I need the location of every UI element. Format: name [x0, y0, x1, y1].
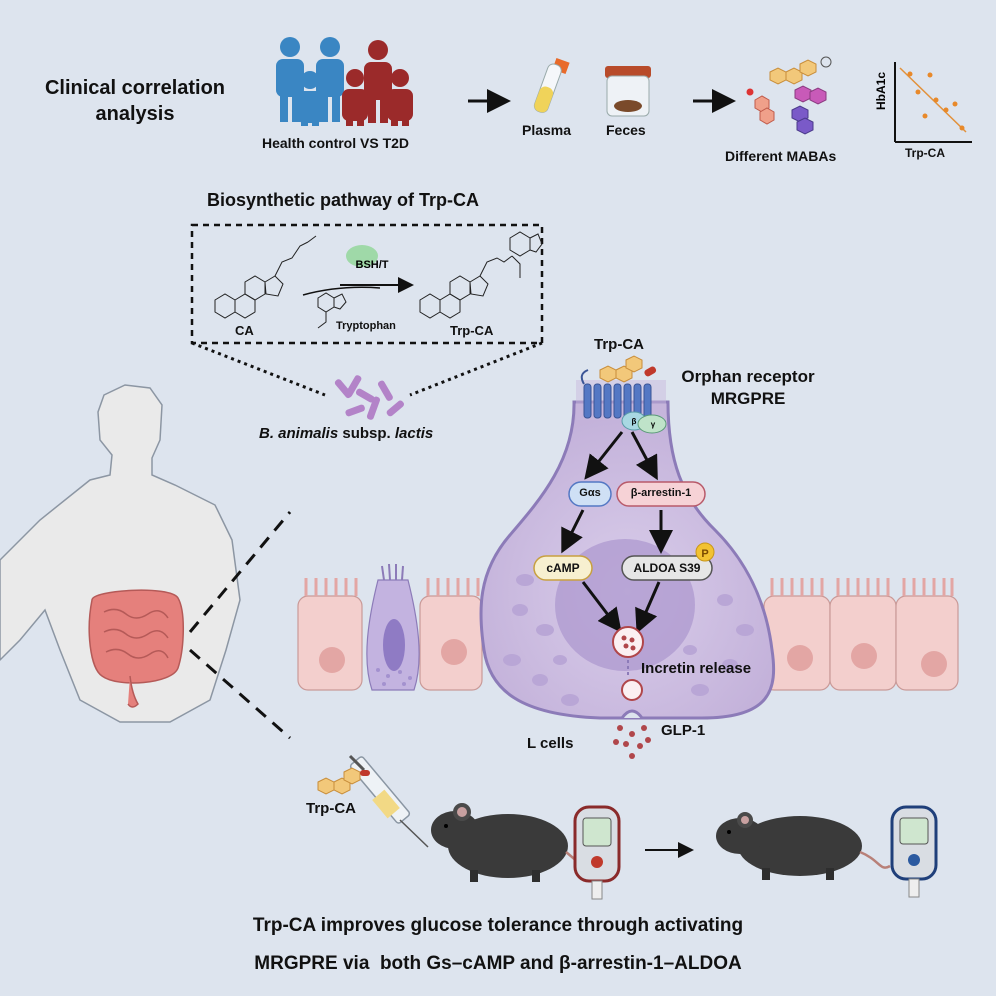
clinical-title-line1: Clinical correlation — [44, 77, 226, 99]
bacteria-icon — [334, 375, 405, 420]
mouse-after-icon — [716, 812, 891, 880]
pathway-title: Biosynthetic pathway of Trp-CA — [207, 190, 480, 210]
human-body-icon — [0, 384, 241, 723]
mabas-molecules-icon — [746, 56, 832, 135]
arrestin-label: β-arrestin-1 — [630, 487, 692, 499]
people-label: Health control VS T2D — [262, 135, 410, 151]
bacteria-subspecies: lactis — [394, 425, 434, 442]
camp-label: cAMP — [546, 561, 580, 575]
zoom-line-bottom — [189, 648, 291, 740]
mouse-before-icon — [431, 803, 591, 882]
enzyme-label: BSH/T — [356, 259, 389, 271]
phospho-badge — [695, 542, 715, 562]
mabas-label: Different MABAs — [725, 148, 837, 164]
feces-jar-icon — [605, 66, 651, 117]
dotted-link-left — [191, 341, 326, 397]
incretin-vesicle — [612, 626, 644, 658]
clinical-title-line2: analysis — [95, 103, 175, 125]
epithelium-layer — [297, 563, 959, 691]
glp1-particles — [613, 725, 651, 759]
conclusion: Trp-CA improves glucose tolerance throug… — [0, 907, 996, 983]
lcells-label: L cells — [527, 735, 574, 752]
injection-label: Trp-CA — [306, 800, 356, 817]
bacteria-label: B. animalis subsp. lactis — [259, 425, 433, 442]
beta-subunit-label: β — [632, 417, 637, 426]
product-label: Trp-CA — [450, 323, 494, 338]
feces-label: Feces — [606, 122, 646, 138]
pathway-box — [190, 223, 544, 345]
bacteria-subsp: subsp. — [338, 425, 395, 442]
trp-ca-structure-icon — [419, 231, 543, 319]
dotted-link-right — [409, 341, 543, 397]
bsh-enzyme-icon — [346, 245, 378, 267]
signaling-arrows — [561, 431, 673, 634]
aldoa-node — [621, 555, 713, 581]
ca-structure-icon — [214, 235, 317, 319]
trp-ca-drug-icon — [317, 767, 370, 795]
conclusion-line2: MRGPRE via both Gs–cAMP and β-arrestin-1… — [254, 953, 742, 974]
gamma-subunit-label: γ — [651, 420, 656, 429]
tryptophan-curve — [302, 286, 381, 296]
incretin-label: Incretin release — [641, 660, 752, 677]
aldoa-label: ALDOA S39 — [633, 561, 701, 575]
exocytosis-pore — [620, 709, 644, 719]
plot-x-label: Trp-CA — [905, 146, 945, 160]
tryptophan-structure-icon — [317, 292, 347, 329]
correlation-plot: HbA1c — [874, 62, 972, 143]
glucometer-blue-icon — [890, 805, 938, 898]
plasma-label: Plasma — [522, 122, 572, 138]
ligand-label: Trp-CA — [594, 336, 644, 353]
plot-y-label: HbA1c — [874, 72, 888, 110]
tryptophan-label: Tryptophan — [336, 320, 396, 332]
receptor-label-line2: MRGPRE — [710, 389, 786, 408]
people-group-icon — [276, 37, 413, 126]
mrgpre-receptor-icon: β γ — [576, 355, 667, 434]
zoom-line-top — [188, 511, 292, 633]
bacteria-genus-species: B. animalis — [259, 425, 339, 442]
receptor-label: Orphan receptor MRGPRE — [668, 366, 828, 410]
receptor-label-line1: Orphan receptor — [681, 367, 815, 386]
gas-label: Gαs — [579, 487, 601, 499]
glucometer-red-icon — [573, 805, 621, 900]
conclusion-line1: Trp-CA improves glucose tolerance throug… — [252, 915, 744, 936]
clinical-title: Clinical correlation analysis — [40, 75, 230, 127]
gas-node — [568, 481, 612, 507]
phospho-label: P — [701, 548, 708, 560]
arrestin-node — [616, 481, 706, 507]
syringe-icon — [348, 754, 429, 848]
plasma-tube-icon — [533, 57, 570, 113]
ca-label: CA — [235, 323, 254, 338]
l-cell-vesicles — [503, 574, 754, 706]
secretory-vesicle — [621, 679, 643, 701]
glp1-label: GLP-1 — [661, 722, 706, 739]
trp-ca-ligand-icon — [599, 355, 643, 383]
camp-node — [533, 555, 593, 581]
